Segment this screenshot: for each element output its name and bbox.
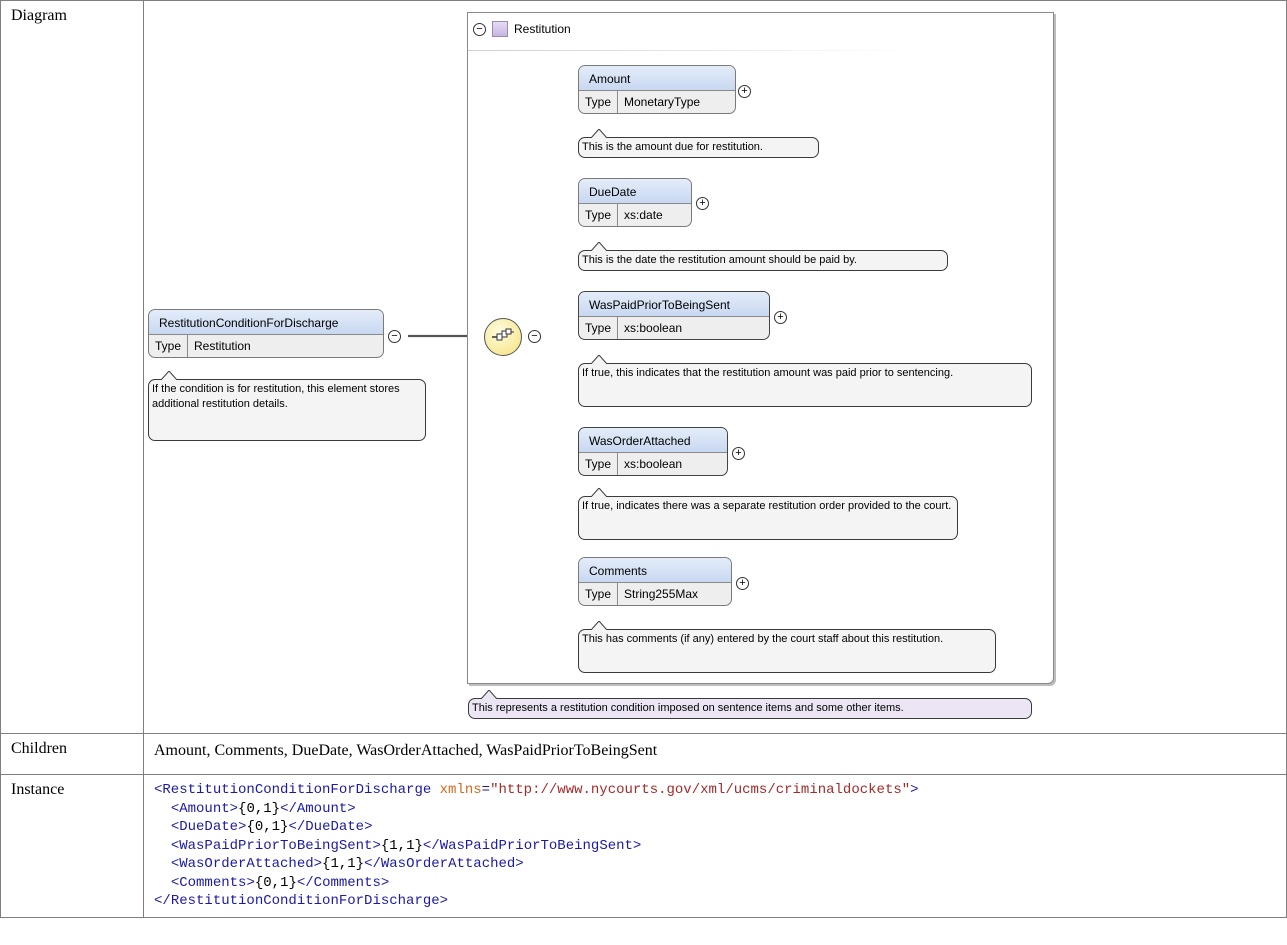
type-key: Type (579, 453, 619, 475)
expand-amount-icon[interactable]: + (738, 85, 751, 98)
documentation-table: Diagram − (0, 0, 1287, 918)
instance-code: <RestitutionConditionForDischarge xmlns=… (154, 782, 919, 909)
type-key: Type (579, 91, 619, 113)
children-label: Children (0, 733, 144, 775)
child-close-tag: Comments (313, 874, 381, 891)
note-text: If true, indicates there was a separate … (582, 500, 952, 512)
callout-tip (591, 488, 607, 497)
waspaid-annotation: If true, this indicates that the restitu… (578, 355, 1032, 407)
xmlns-value: "http://www.nycourts.gov/xml/ucms/crimin… (490, 782, 911, 798)
callout-tip (161, 371, 177, 380)
instance-label: Instance (0, 774, 144, 918)
note-text: This is the date the restitution amount … (582, 254, 857, 266)
collapse-group-icon[interactable]: − (473, 22, 486, 36)
type-row: Type xs:boolean (579, 453, 727, 475)
root-close-tag: RestitutionConditionForDischarge (170, 893, 440, 909)
expand-wasorder-icon[interactable]: + (732, 447, 745, 460)
element-name: WasPaidPriorToBeingSent (579, 292, 769, 317)
collapse-sequence-icon[interactable]: − (528, 330, 541, 343)
note-text: This is the amount due for restitution. (582, 141, 763, 153)
diagram-cell: − Restitution RestitutionConditionForDis… (143, 0, 1287, 734)
note-text: If true, this indicates that the restitu… (582, 367, 954, 379)
element-wasorderattached[interactable]: WasOrderAttached Type xs:boolean (578, 427, 728, 476)
root-annotation: If the condition is for restitution, thi… (148, 371, 426, 441)
xmlns-attr: xmlns (439, 782, 482, 798)
child-tag: WasOrderAttached (179, 856, 314, 872)
child-close-tag: WasPaidPriorToBeingSent (439, 837, 633, 854)
expand-waspaid-icon[interactable]: + (774, 311, 787, 324)
root-note-text: If the condition is for restitution, thi… (152, 383, 400, 410)
sequence-compositor-icon[interactable] (484, 318, 522, 356)
callout-tip (591, 129, 607, 138)
element-name: WasOrderAttached (579, 428, 727, 453)
amount-annotation: This is the amount due for restitution. (578, 129, 819, 158)
expand-duedate-icon[interactable]: + (696, 197, 709, 210)
type-value: MonetaryType (624, 95, 701, 109)
type-value: Restitution (194, 339, 251, 353)
type-row: Type xs:date (579, 204, 691, 226)
children-row: Children Amount, Comments, DueDate, WasO… (0, 733, 1287, 775)
type-key: Type (149, 335, 189, 357)
complex-type-icon (492, 21, 508, 37)
child-tag: Amount (179, 800, 230, 817)
element-name: Comments (579, 558, 731, 583)
note-text: This has comments (if any) entered by th… (582, 633, 944, 645)
type-key: Type (579, 317, 619, 339)
root-type-row: Type Restitution (149, 335, 383, 357)
collapse-root-icon[interactable]: − (388, 330, 401, 343)
diagram-label: Diagram (0, 0, 144, 734)
element-duedate[interactable]: DueDate Type xs:date (578, 178, 692, 227)
root-open-tag: RestitutionConditionForDischarge (162, 782, 432, 798)
sequence-glyph-icon (492, 328, 514, 341)
child-tag: DueDate (179, 819, 239, 835)
type-row: Type MonetaryType (579, 91, 735, 113)
schema-diagram: − Restitution RestitutionConditionForDis… (144, 1, 1286, 733)
type-value: xs:date (624, 208, 663, 222)
root-element-name: RestitutionConditionForDischarge (149, 310, 383, 335)
child-close-tag: DueDate (305, 819, 365, 835)
callout-tip (591, 355, 607, 364)
element-name: DueDate (579, 179, 691, 204)
type-key: Type (579, 583, 619, 605)
child-close-tag: Amount (296, 800, 348, 817)
callout-tip (481, 690, 497, 699)
instance-row: Instance <RestitutionConditionForDischar… (0, 774, 1287, 918)
type-row: Type String255Max (579, 583, 731, 605)
wasorder-annotation: If true, indicates there was a separate … (578, 488, 958, 540)
diagram-row: Diagram − (0, 0, 1287, 734)
type-key: Type (579, 204, 619, 226)
instance-cell: <RestitutionConditionForDischarge xmlns=… (143, 774, 1287, 918)
expand-comments-icon[interactable]: + (736, 577, 749, 590)
child-tag: Comments (179, 874, 247, 891)
comments-annotation: This has comments (if any) entered by th… (578, 621, 996, 673)
type-value: xs:boolean (624, 321, 683, 335)
element-comments[interactable]: Comments Type String255Max (578, 557, 732, 606)
child-tag: WasPaidPriorToBeingSent (179, 837, 373, 854)
occurs: {1,1} (380, 837, 423, 854)
occurs: {0,1} (254, 874, 297, 891)
type-value: String255Max (624, 587, 699, 601)
group-header: − Restitution (473, 21, 571, 37)
callout-tip (591, 621, 607, 630)
restitution-type-group: − Restitution (467, 12, 1054, 684)
callout-tip (591, 242, 607, 251)
element-name: Amount (579, 66, 735, 91)
element-waspaidpriortobeingsent[interactable]: WasPaidPriorToBeingSent Type xs:boolean (578, 291, 770, 340)
type-value: xs:boolean (624, 457, 683, 471)
children-list: Amount, Comments, DueDate, WasOrderAttac… (143, 733, 1287, 775)
type-note-text: This represents a restitution condition … (472, 702, 904, 714)
occurs: {0,1} (238, 800, 281, 817)
root-element-box[interactable]: RestitutionConditionForDischarge Type Re… (148, 309, 384, 358)
duedate-annotation: This is the date the restitution amount … (578, 242, 948, 271)
type-annotation: This represents a restitution condition … (468, 690, 1032, 719)
group-divider (468, 50, 918, 51)
group-title: Restitution (514, 22, 571, 36)
occurs: {1,1} (322, 856, 365, 872)
child-close-tag: WasOrderAttached (380, 856, 516, 872)
type-row: Type xs:boolean (579, 317, 769, 339)
occurs: {0,1} (246, 819, 289, 835)
element-amount[interactable]: Amount Type MonetaryType (578, 65, 736, 114)
